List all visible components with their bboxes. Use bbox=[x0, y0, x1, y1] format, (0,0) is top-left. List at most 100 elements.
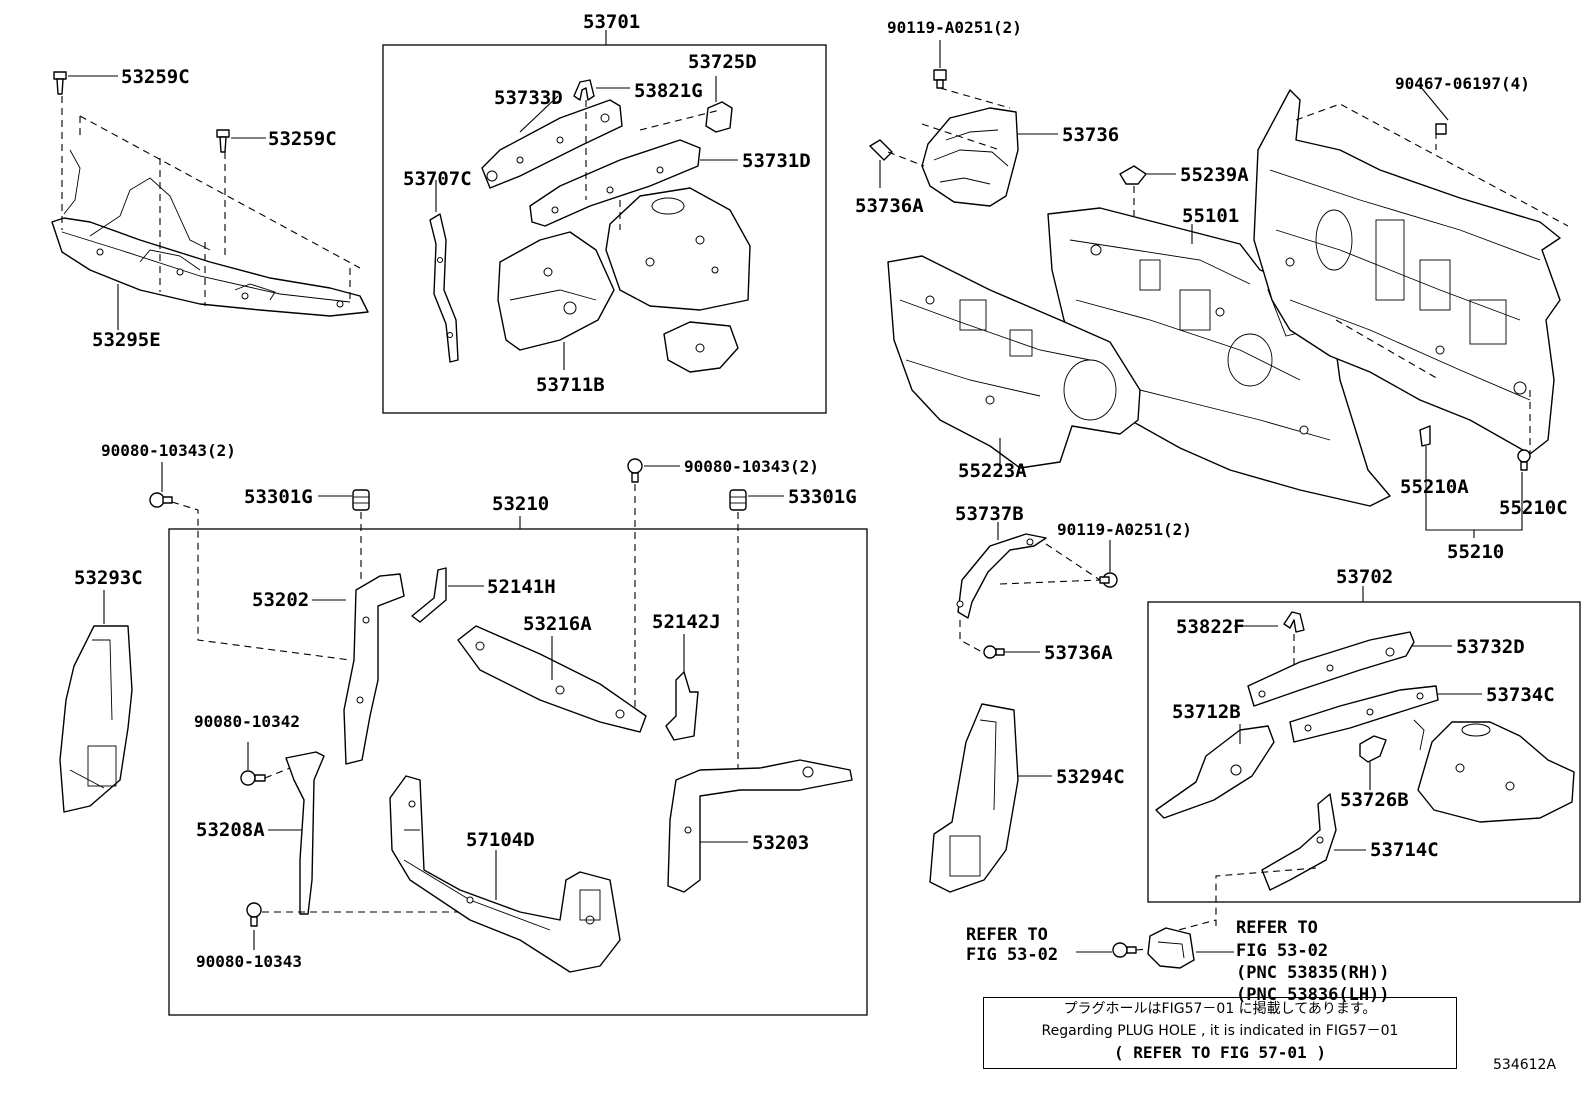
part-53208A bbox=[285, 751, 325, 915]
part-53821G bbox=[573, 79, 595, 101]
label-53203: 53203 bbox=[752, 832, 809, 854]
part-strut-tower-rh bbox=[1413, 719, 1575, 823]
label-53736A-top: 53736A bbox=[855, 195, 924, 217]
label-55210C: 55210C bbox=[1499, 497, 1568, 519]
part-53711B bbox=[497, 231, 615, 351]
bolt-refer bbox=[1112, 942, 1137, 958]
label-53736: 53736 bbox=[1062, 124, 1119, 146]
label-53732D: 53732D bbox=[1456, 636, 1525, 658]
part-53732D bbox=[1247, 631, 1415, 707]
part-53202 bbox=[343, 573, 405, 765]
clip-53259C-a bbox=[53, 71, 67, 95]
part-53712B bbox=[1155, 725, 1275, 819]
part-53733D bbox=[481, 99, 623, 189]
label-53293C: 53293C bbox=[74, 567, 143, 589]
label-55210A: 55210A bbox=[1400, 476, 1469, 498]
label-90080-10343-left: 90080-10343(2) bbox=[101, 441, 236, 460]
bolt-90119-mid bbox=[1099, 572, 1118, 588]
label-53216A: 53216A bbox=[523, 613, 592, 635]
label-55210: 55210 bbox=[1447, 541, 1504, 563]
clip-90467 bbox=[1435, 123, 1447, 135]
label-53210: 53210 bbox=[492, 493, 549, 515]
part-53294C bbox=[929, 703, 1019, 893]
part-52141H bbox=[411, 567, 447, 623]
part-53714C bbox=[1261, 793, 1337, 891]
note-refer: ( REFER TO FIG 57-01 ) bbox=[1114, 1043, 1326, 1062]
label-53734C: 53734C bbox=[1486, 684, 1555, 706]
label-53295E: 53295E bbox=[92, 329, 161, 351]
part-53295E bbox=[51, 149, 369, 317]
part-53822F bbox=[1283, 611, 1305, 633]
label-53821G: 53821G bbox=[634, 80, 703, 102]
label-90119-mid: 90119-A0251(2) bbox=[1057, 520, 1192, 539]
label-53259C-a: 53259C bbox=[121, 66, 190, 88]
part-strut-tower bbox=[605, 187, 751, 311]
part-52142J bbox=[665, 671, 699, 741]
label-90080-10343-bottom: 90080-10343 bbox=[196, 952, 302, 971]
label-53736A-mid: 53736A bbox=[1044, 642, 1113, 664]
label-53822F: 53822F bbox=[1176, 616, 1245, 638]
refer-right-line4: (PNC 53836(LH)) bbox=[1236, 985, 1390, 1005]
bolt-90080-mid bbox=[627, 458, 643, 483]
part-53301G-right bbox=[729, 489, 747, 511]
part-53731D bbox=[529, 139, 701, 227]
label-53208A: 53208A bbox=[196, 819, 265, 841]
label-53301G-right: 53301G bbox=[788, 486, 857, 508]
label-53725D: 53725D bbox=[688, 51, 757, 73]
label-53701: 53701 bbox=[583, 11, 640, 33]
label-53202: 53202 bbox=[252, 589, 309, 611]
refer-left-line2: FIG 53-02 bbox=[966, 945, 1058, 965]
refer-right-line3: (PNC 53835(RH)) bbox=[1236, 963, 1390, 983]
group-box-53210 bbox=[168, 528, 868, 1016]
part-refer-bracket bbox=[1147, 927, 1195, 969]
part-55210-insulator bbox=[1253, 89, 1561, 455]
part-bracket-small bbox=[663, 321, 739, 373]
refer-right-line2: FIG 53-02 bbox=[1236, 941, 1328, 961]
label-53301G-left: 53301G bbox=[244, 486, 313, 508]
clip-53736A-top bbox=[869, 139, 893, 161]
label-55239A: 55239A bbox=[1180, 164, 1249, 186]
group-box-53702 bbox=[1147, 601, 1581, 903]
part-53737B bbox=[956, 533, 1047, 619]
bolt-90080-bottom bbox=[246, 902, 262, 927]
label-53714C: 53714C bbox=[1370, 839, 1439, 861]
refer-left-line1: REFER TO bbox=[966, 925, 1048, 945]
label-55101: 55101 bbox=[1182, 205, 1239, 227]
part-53301G-left bbox=[352, 489, 370, 511]
label-53711B: 53711B bbox=[536, 374, 605, 396]
part-53736 bbox=[921, 107, 1019, 207]
label-57104D: 57104D bbox=[466, 829, 535, 851]
group-box-53701 bbox=[382, 44, 827, 414]
label-53707C: 53707C bbox=[403, 168, 472, 190]
label-53294C: 53294C bbox=[1056, 766, 1125, 788]
label-53259C-b: 53259C bbox=[268, 128, 337, 150]
bolt-90119-top bbox=[933, 69, 947, 89]
bolt-90080-10342 bbox=[240, 770, 266, 786]
label-53737B: 53737B bbox=[955, 503, 1024, 525]
label-52141H: 52141H bbox=[487, 576, 556, 598]
label-53726B: 53726B bbox=[1340, 789, 1409, 811]
label-53702: 53702 bbox=[1336, 566, 1393, 588]
plug-hole-note: プラグホールはFIG57－01 に掲載してあります。 Regarding PLU… bbox=[983, 997, 1457, 1069]
label-90080-10343-mid: 90080-10343(2) bbox=[684, 457, 819, 476]
figure-id: 534612A bbox=[1493, 1057, 1557, 1073]
clip-53259C-b bbox=[216, 129, 230, 153]
refer-right-line1: REFER TO bbox=[1236, 918, 1318, 938]
part-57104D bbox=[389, 775, 621, 973]
label-53731D: 53731D bbox=[742, 150, 811, 172]
part-53707C bbox=[429, 213, 459, 363]
label-53712B: 53712B bbox=[1172, 701, 1241, 723]
label-90080-10342: 90080-10342 bbox=[194, 712, 300, 731]
clip-55239A bbox=[1119, 165, 1147, 185]
part-53725D bbox=[705, 101, 733, 133]
label-52142J: 52142J bbox=[652, 611, 721, 633]
label-55223A: 55223A bbox=[958, 460, 1027, 482]
clip-55210A bbox=[1419, 425, 1431, 447]
part-55223A bbox=[887, 255, 1141, 469]
part-53726B bbox=[1359, 735, 1387, 763]
part-53293C bbox=[59, 625, 133, 813]
clip-53736A-mid bbox=[983, 645, 1005, 659]
note-japanese: プラグホールはFIG57－01 に掲載してあります。 bbox=[1063, 1001, 1377, 1017]
note-english: Regarding PLUG HOLE , it is indicated in… bbox=[1041, 1023, 1399, 1039]
